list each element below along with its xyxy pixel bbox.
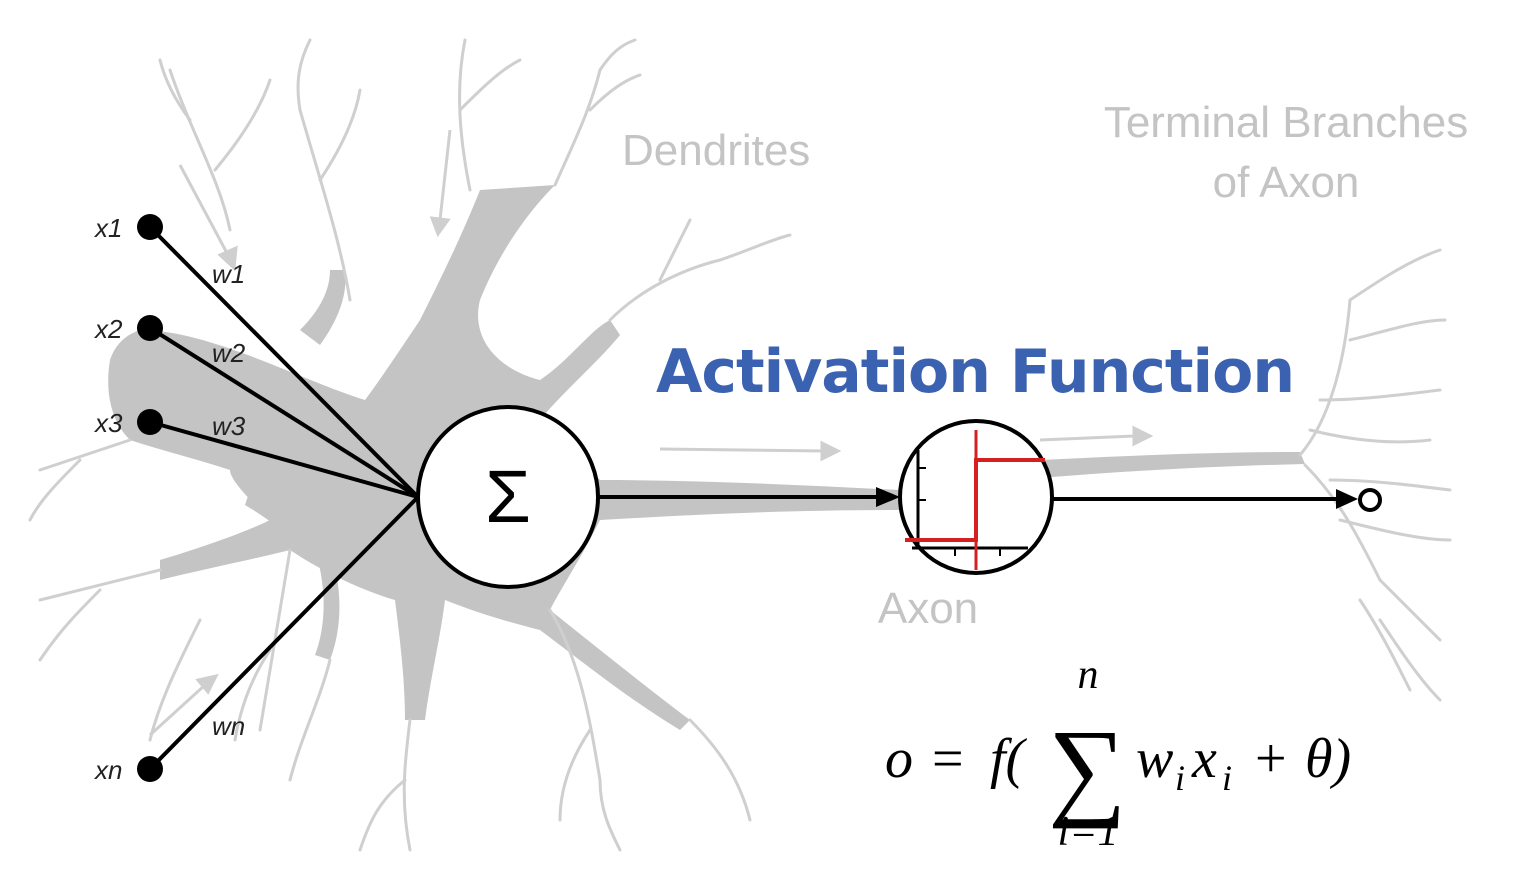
input-connections — [148, 225, 420, 771]
terminal-branches-label-line2: of Axon — [1213, 158, 1360, 207]
dendrite-branches — [28, 38, 792, 852]
formula-lhs: o — [885, 728, 913, 790]
formula-theta: θ) — [1305, 728, 1351, 790]
formula-lower-limit: i=1 — [1057, 809, 1118, 855]
input-label-x3: x3 — [93, 408, 123, 438]
input-label-x2: x2 — [93, 314, 123, 344]
signal-flow-arrows — [148, 129, 1154, 737]
step-function-plot — [905, 430, 1045, 570]
output-node — [1358, 488, 1382, 512]
weight-label-w2: w2 — [212, 338, 246, 368]
axon-label: Axon — [878, 584, 978, 633]
activation-node — [898, 419, 1054, 575]
weight-label-w3: w3 — [212, 411, 246, 441]
formula-sigma: ∑ — [1048, 707, 1126, 829]
terminal-branches — [1298, 248, 1452, 702]
input-node-x3 — [137, 409, 163, 435]
activation-to-output-arrow — [1052, 489, 1358, 509]
formula-equals: = — [932, 728, 964, 790]
connection-x1 — [148, 225, 420, 499]
input-label-x1: x1 — [93, 213, 122, 243]
summation-node: Σ — [416, 405, 600, 589]
input-node-xn — [137, 756, 163, 782]
input-nodes — [137, 214, 163, 782]
weight-label-wn: wn — [212, 711, 245, 741]
terminal-branches-label-line1: Terminal Branches — [1104, 98, 1468, 147]
formula-x: x — [1191, 728, 1217, 790]
input-node-x1 — [137, 214, 163, 240]
sum-to-activation-arrow — [598, 487, 900, 507]
formula-w-subscript: i — [1175, 758, 1185, 798]
input-label-xn: xn — [93, 755, 122, 785]
input-node-x2 — [137, 315, 163, 341]
sum-symbol: Σ — [485, 455, 531, 538]
formula-w: w — [1136, 728, 1173, 790]
dendrites-label: Dendrites — [622, 126, 810, 175]
formula-func: f( — [990, 728, 1028, 790]
activation-function-title: Activation Function — [656, 337, 1294, 407]
weight-label-w1: w1 — [212, 259, 245, 289]
formula-plus: + — [1255, 728, 1287, 790]
connection-x3 — [149, 420, 419, 499]
formula-x-subscript: i — [1222, 758, 1232, 798]
output-formula: o = f( ∑ n i=1 w i x i + θ) — [885, 652, 1351, 855]
formula-upper-limit: n — [1078, 652, 1099, 698]
connection-x2 — [148, 326, 420, 499]
connection-xn — [148, 495, 420, 771]
neuron-cell-body — [108, 185, 1305, 730]
